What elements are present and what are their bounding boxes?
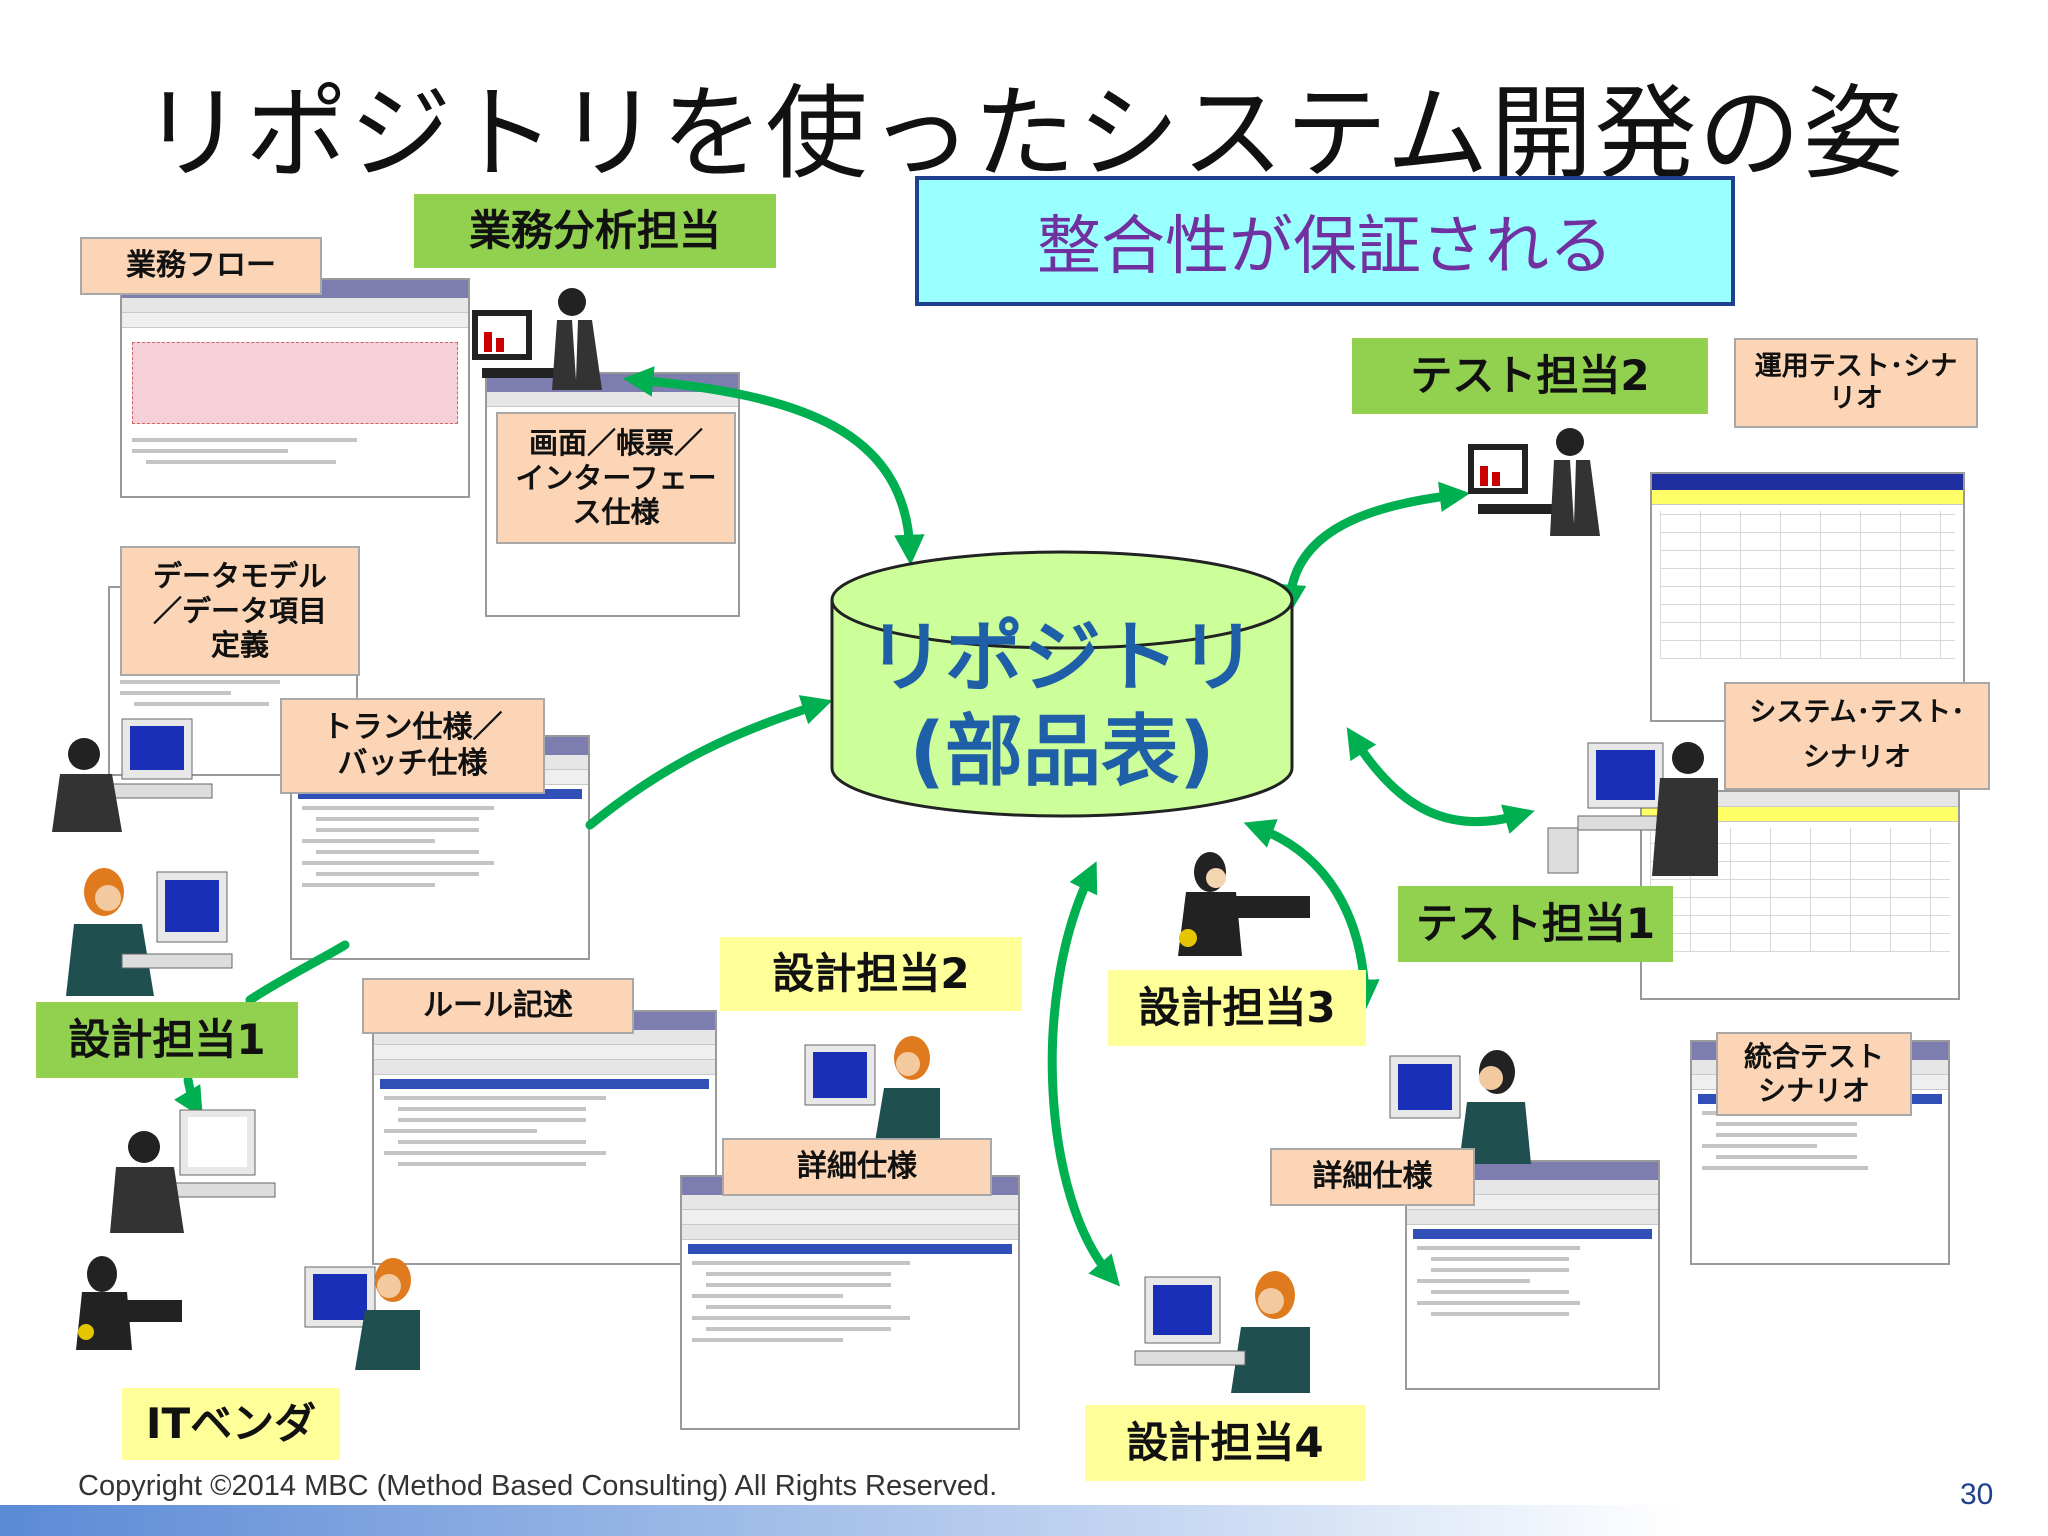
designer1-illustration [66,868,233,996]
ops-test-screenshot [1650,472,1965,722]
it-vendor-illustration-1 [76,1256,182,1350]
role-test1: テスト担当1 [1398,886,1673,962]
tester1-illustration [1547,742,1718,876]
designer4-illustration [1134,1271,1310,1393]
business-analyst-illustration [472,288,602,390]
rule-screenshot [372,1010,717,1265]
doc-detail-spec-1: 詳細仕様 [722,1138,992,1196]
tester2-illustration [1468,428,1600,536]
role-design2: 設計担当2 [720,937,1022,1011]
doc-rule: ルール記述 [362,978,634,1034]
sys-test-screenshot [1640,790,1960,1000]
role-design3: 設計担当3 [1108,970,1366,1046]
role-business-analysis: 業務分析担当 [414,194,776,268]
doc-detail-spec-2: 詳細仕様 [1270,1148,1475,1206]
arrow-repo-design4 [1047,861,1121,1287]
it-vendor-illustration-2 [304,1258,420,1370]
footer-copyright: Copyright ©2014 MBC (Method Based Consul… [78,1470,998,1502]
role-design1: 設計担当1 [36,1002,298,1078]
doc-screen-spec: 画面／帳票／ インターフェー ス仕様 [496,412,736,544]
arrow-tran-repo [585,695,833,830]
role-test2: テスト担当2 [1352,338,1708,414]
doc-ops-test-scenario: 運用テスト･シナ リオ [1734,338,1978,428]
role-it-vendor: ITベンダ [122,1388,340,1460]
doc-business-flow: 業務フロー [80,237,322,295]
doc-tran-spec: トラン仕様／ バッチ仕様 [280,698,545,794]
data-designer-illustration [52,718,213,832]
repository-name: リポジトリ [866,613,1257,703]
arrow-repo-design3 [1243,819,1380,1011]
doc-data-model: データモデル ／データ項目 定義 [120,546,360,676]
role-design4: 設計担当4 [1085,1405,1365,1481]
arrow-repo-test1 [1346,727,1535,834]
designer3-illustration [1178,852,1310,956]
repository-subtitle: (部品表) [909,706,1215,797]
arrow-design1-tran [245,940,350,1005]
detail-spec-screenshot-1 [680,1175,1020,1430]
arrow-test2-repo [1275,481,1471,616]
doc-int-test-scenario: 統合テスト シナリオ [1716,1032,1912,1116]
detail-designer-illustration [1389,1050,1531,1164]
arrow-design1-down [174,1075,203,1119]
repository-label: リポジトリ (部品表) [832,612,1292,799]
designer1-pc-illustration [110,1109,276,1233]
repository-cylinder [830,550,1294,818]
consistency-banner: 整合性が保証される [915,176,1735,306]
footer-bar [0,1505,1680,1536]
page-number: 30 [1960,1478,1994,1511]
arrow-business-repo [622,366,925,566]
designer2-illustration [804,1036,940,1148]
doc-sys-test-scenario: システム･テスト･ シナリオ [1724,682,1990,790]
slide-title: リポジトリを使ったシステム開発の姿 [141,75,1907,194]
